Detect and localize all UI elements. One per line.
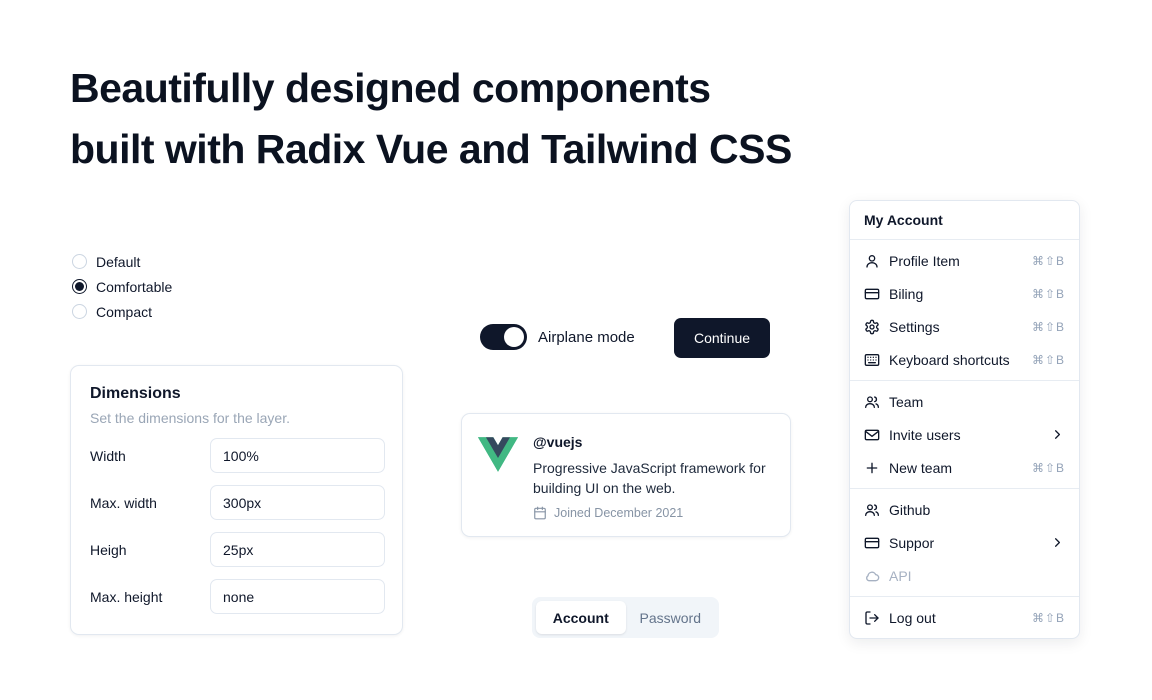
hover-card-description: Progressive JavaScript framework for bui… [533,460,766,496]
page-title-line2: built with Radix Vue and Tailwind CSS [70,126,792,172]
radio-label: Compact [96,303,153,320]
switch-thumb [504,327,524,347]
menu-group-logout: Log out ⌘⇧B [850,597,1079,638]
menu-group-misc: Github Suppor API [850,489,1079,596]
menu-item-github[interactable]: Github [854,493,1075,526]
radio-option-comfortable[interactable]: Comfortable [72,274,172,299]
field-row-height: Heigh [90,532,385,567]
radio-circle-icon [72,304,87,319]
menu-shortcut: ⌘⇧B [1031,352,1065,367]
gear-icon [864,319,880,335]
menu-separator [850,239,1079,240]
menu-header: My Account [864,212,943,228]
hover-card-body: @vuejs Progressive JavaScript framework … [533,430,774,520]
menu-separator [850,596,1079,597]
max-height-label: Max. height [90,588,163,605]
menu-item-new-team[interactable]: New team ⌘⇧B [854,451,1075,484]
menu-item-support[interactable]: Suppor [854,526,1075,559]
tabs-account-password: Account Password [532,597,719,638]
height-label: Heigh [90,541,127,558]
menu-item-profile[interactable]: Profile Item ⌘⇧B [854,244,1075,277]
field-row-max-width: Max. width [90,485,385,520]
max-width-label: Max. width [90,494,157,511]
calendar-icon [533,506,547,520]
max-height-input[interactable] [210,579,385,614]
menu-item-keyboard-shortcuts[interactable]: Keyboard shortcuts ⌘⇧B [854,343,1075,376]
envelope-icon [864,427,880,443]
dimensions-card: Dimensions Set the dimensions for the la… [70,365,403,635]
radio-label: Comfortable [96,278,173,295]
radio-circle-icon [72,254,87,269]
tab-account[interactable]: Account [536,601,626,634]
radio-option-default[interactable]: Default [72,249,172,274]
radio-group: Default Comfortable Compact [72,249,172,324]
height-input[interactable] [210,532,385,567]
user-icon [864,253,880,269]
airplane-mode-switch[interactable] [480,324,527,350]
github-icon [864,502,880,518]
dimensions-subtitle: Set the dimensions for the layer. [90,410,290,426]
page-title-line1: Beautifully designed components [70,65,711,111]
page-title: Beautifully designed components built wi… [70,58,792,180]
keyboard-icon [864,352,880,368]
menu-shortcut: ⌘⇧B [1031,610,1065,625]
menu-item-billing[interactable]: Biling ⌘⇧B [854,277,1075,310]
hover-card-username: @vuejs [533,434,583,450]
menu-item-log-out[interactable]: Log out ⌘⇧B [854,601,1075,634]
menu-shortcut: ⌘⇧B [1031,286,1065,301]
width-label: Width [90,447,126,464]
menu-shortcut: ⌘⇧B [1031,319,1065,334]
users-icon [864,394,880,410]
hover-card-joined-text: Joined December 2021 [554,506,684,520]
radio-label: Default [96,253,141,270]
dimensions-title: Dimensions [90,385,181,402]
credit-card-icon [864,286,880,302]
continue-button[interactable]: Continue [674,318,770,358]
plus-icon [864,460,880,476]
field-row-width: Width [90,438,385,473]
switch-label: Airplane mode [538,328,635,346]
vuejs-hover-card: @vuejs Progressive JavaScript framework … [461,413,791,537]
menu-item-invite-users[interactable]: Invite users [854,418,1075,451]
airplane-mode-row: Airplane mode [480,324,635,350]
my-account-menu: My Account Profile Item ⌘⇧B Biling ⌘⇧B [849,200,1080,639]
menu-shortcut: ⌘⇧B [1031,460,1065,475]
logout-icon [864,610,880,626]
chevron-right-icon [1050,427,1065,442]
menu-shortcut: ⌘⇧B [1031,253,1065,268]
radio-circle-checked-icon [72,279,87,294]
max-width-input[interactable] [210,485,385,520]
width-input[interactable] [210,438,385,473]
menu-group-team: Team Invite users New team ⌘⇧B [850,381,1079,488]
tab-password[interactable]: Password [626,601,716,634]
menu-separator [850,380,1079,381]
hover-card-joined-row: Joined December 2021 [533,506,774,520]
chevron-right-icon [1050,535,1065,550]
menu-group-account: Profile Item ⌘⇧B Biling ⌘⇧B Settings ⌘⇧B [850,240,1079,380]
radio-option-compact[interactable]: Compact [72,299,172,324]
support-icon [864,535,880,551]
vue-logo-icon [478,437,518,472]
menu-separator [850,488,1079,489]
field-row-max-height: Max. height [90,579,385,614]
cloud-icon [864,568,880,584]
menu-item-settings[interactable]: Settings ⌘⇧B [854,310,1075,343]
menu-item-team[interactable]: Team [854,385,1075,418]
menu-item-api: API [854,559,1075,592]
